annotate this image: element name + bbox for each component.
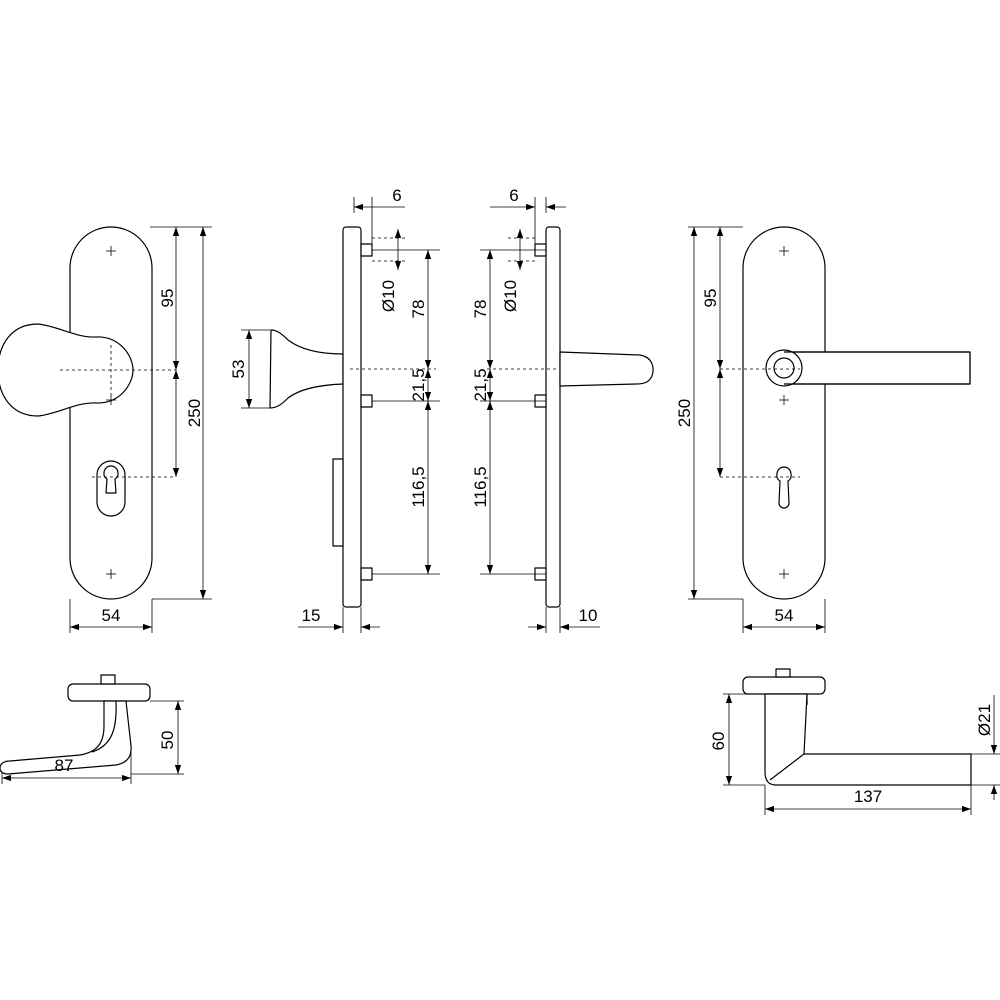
label-60: 60: [709, 732, 728, 751]
fixing-mark-top: [779, 246, 789, 256]
label-54: 54: [102, 606, 121, 625]
lever-top-arm: [764, 693, 972, 786]
fixing-mark-mid: [106, 395, 116, 405]
label-78: 78: [409, 300, 428, 319]
rose-top: [742, 676, 826, 695]
side-plate: [545, 226, 561, 608]
fixing-mark-mid: [779, 395, 789, 405]
label-diameter-21: Ø21: [975, 704, 994, 736]
label-87: 87: [55, 756, 74, 775]
knob-side-view: 6 Ø10 78 21,5 116,5 53 15: [229, 186, 440, 633]
label-50: 50: [158, 731, 177, 750]
cylinder-hole-inner: [103, 465, 119, 494]
label-10: 10: [579, 606, 598, 625]
fixing-mark-bottom: [779, 569, 789, 579]
label-137: 137: [854, 787, 882, 806]
side-tab: [332, 458, 344, 547]
label-250: 250: [185, 399, 204, 427]
label-6: 6: [509, 186, 518, 205]
label-116-5: 116,5: [471, 466, 490, 507]
knob-top-view: 50 87: [0, 674, 184, 784]
lever-top-view: 60 Ø21 137: [709, 668, 1000, 815]
knob-top-arm: [0, 700, 132, 775]
label-95: 95: [701, 289, 720, 308]
knob-front-view: 95 250 54: [0, 226, 212, 633]
rose-top: [67, 683, 151, 702]
label-78: 78: [471, 300, 490, 319]
label-21-5: 21,5: [409, 368, 428, 401]
label-54: 54: [775, 606, 794, 625]
label-6: 6: [392, 186, 401, 205]
label-diameter-10: Ø10: [501, 280, 520, 312]
label-15: 15: [302, 606, 321, 625]
side-plate: [342, 226, 362, 608]
fixing-mark-bottom: [106, 569, 116, 579]
label-250: 250: [675, 399, 694, 427]
label-95: 95: [158, 289, 177, 308]
lever-side-profile: [559, 351, 654, 387]
label-diameter-10: Ø10: [379, 280, 398, 312]
lever-front-view: 95 250 54: [675, 226, 971, 633]
label-116-5: 116,5: [409, 466, 428, 507]
label-53: 53: [229, 360, 248, 379]
fixing-mark-top: [106, 246, 116, 256]
knob-side-profile: [269, 329, 344, 409]
lever-side-view: 6 Ø10 78 21,5 116,5 10: [471, 186, 654, 633]
lever-backplate: [742, 226, 826, 600]
label-21-5: 21,5: [471, 368, 490, 401]
knob-backplate: [69, 226, 153, 600]
